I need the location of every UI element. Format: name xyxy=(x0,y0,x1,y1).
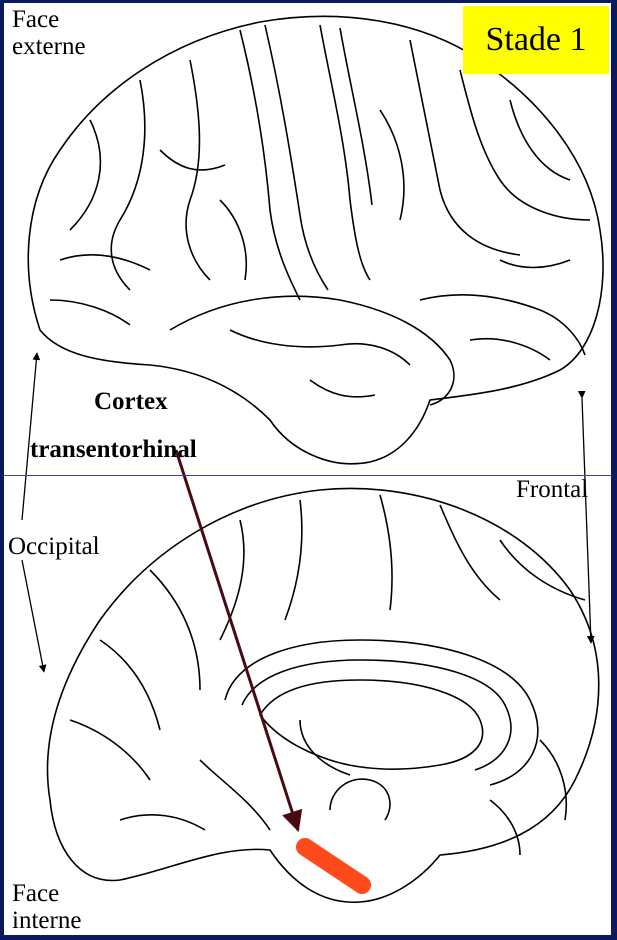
cortex-label-line2: transentorhinal xyxy=(30,436,197,463)
cortex-pointer-arrow xyxy=(176,450,298,830)
face-interne-line1: Face xyxy=(12,880,81,907)
face-externe-line2: externe xyxy=(12,33,86,60)
face-interne-line2: interne xyxy=(12,907,81,934)
stage-badge: Stade 1 xyxy=(463,6,609,74)
brain-medial-view xyxy=(47,488,598,902)
face-interne-label: Face interne xyxy=(12,880,81,934)
occipital-arrow-down xyxy=(22,560,44,672)
transentorhinal-region xyxy=(305,847,362,885)
occipital-label: Occipital xyxy=(8,533,100,560)
face-externe-line1: Face xyxy=(12,6,86,33)
frontal-label: Frontal xyxy=(516,476,588,503)
face-externe-label: Face externe xyxy=(12,6,86,60)
cortex-label-line1: Cortex xyxy=(94,388,168,415)
frontal-arrow xyxy=(582,398,591,643)
